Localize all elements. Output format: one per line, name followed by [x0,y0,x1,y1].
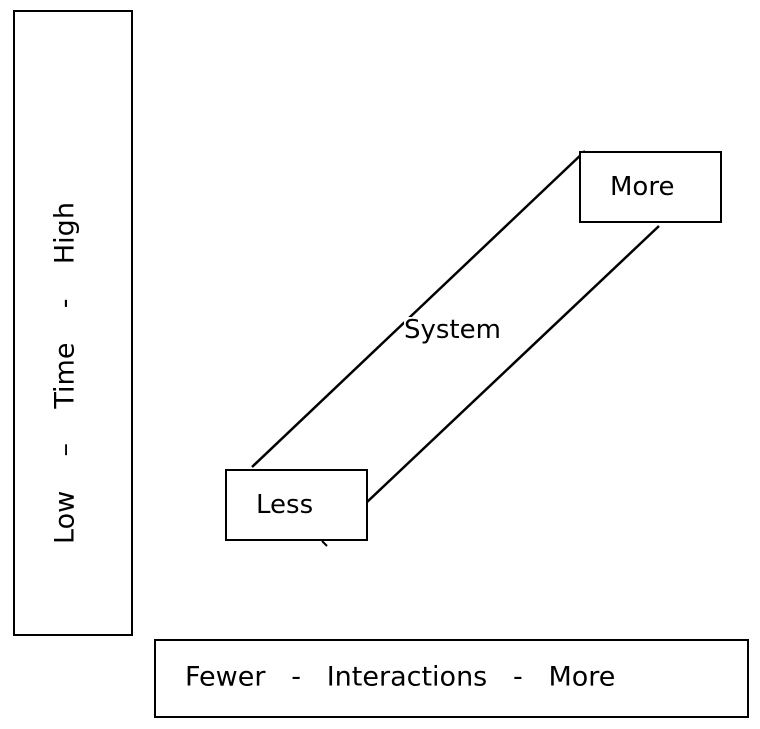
system-label: System [404,315,501,345]
x-axis-label: Fewer - Interactions - More [185,661,616,693]
x-axis-box [154,639,749,718]
less-node-label: Less [256,490,314,520]
lower-connector [365,225,660,504]
less-node: Less [225,469,368,541]
y-axis-box [13,10,133,636]
upper-connector [251,150,586,468]
more-node-label: More [610,172,675,202]
less-tick [321,540,328,547]
more-node: More [579,151,722,223]
